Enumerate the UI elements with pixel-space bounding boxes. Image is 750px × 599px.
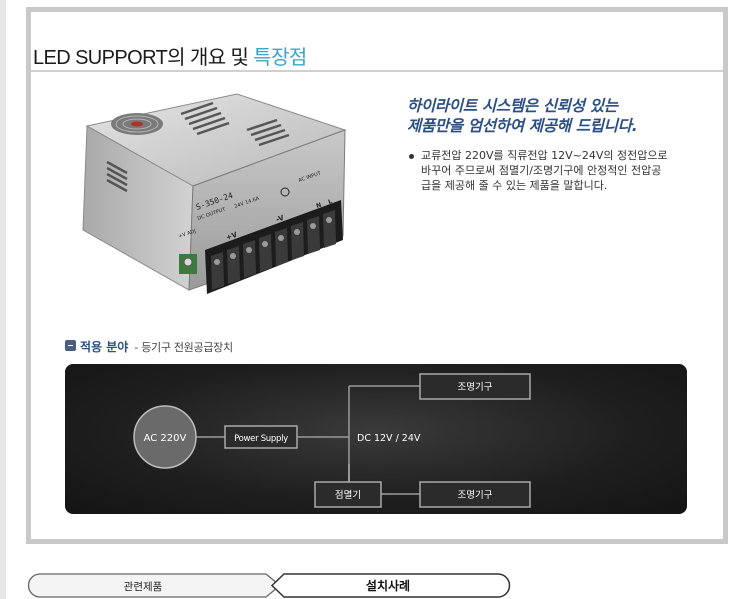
ac-source-label: AC 220V bbox=[144, 433, 187, 444]
application-value: - 등기구 전원공급장치 bbox=[134, 340, 233, 354]
tab-installation-cases[interactable]: 설치사례 bbox=[270, 573, 511, 598]
dimmer-node: 점멸기 bbox=[314, 481, 382, 508]
description-text: 교류전압 220V를 직류전압 12V~24V의 정전압으로 바꾸어 주므로써 … bbox=[421, 149, 668, 192]
outer-left-rule bbox=[0, 0, 6, 599]
adjust-knob-icon bbox=[183, 257, 193, 267]
section-header: LED SUPPORT의 개요 및 특장점 bbox=[31, 12, 723, 72]
application-label: 적용 분야 bbox=[80, 340, 129, 354]
power-supply-image: S-350-24 DC OUTPUT 24V 14.6A AC INPUT +V… bbox=[82, 93, 347, 294]
tab-related-products-label: 관련제품 bbox=[124, 581, 163, 593]
ac-source-node: AC 220V bbox=[133, 405, 197, 469]
cert-mark-icon bbox=[280, 187, 290, 197]
power-supply-label: Power Supply bbox=[234, 434, 288, 444]
header-divider bbox=[31, 70, 723, 72]
section-title: LED SUPPORT의 개요 및 특장점 bbox=[33, 41, 307, 70]
section-title-accent: 특장점 bbox=[253, 47, 307, 69]
bullet-icon bbox=[409, 154, 414, 159]
power-supply-node: Power Supply bbox=[224, 425, 298, 449]
dimmer-label: 점멸기 bbox=[335, 489, 361, 501]
content-frame: LED SUPPORT의 개요 및 특장점 bbox=[26, 7, 728, 544]
terminal-pos-label: +V bbox=[225, 230, 239, 241]
section-title-main: LED SUPPORT의 개요 및 bbox=[33, 47, 254, 69]
fixture-top-label: 조명기구 bbox=[458, 382, 493, 393]
application-field: 적용 분야 - 등기구 전원공급장치 bbox=[65, 336, 233, 356]
fixture-node-bottom: 조명기구 bbox=[419, 481, 531, 508]
description: 교류전압 220V를 직류전압 12V~24V의 정전압으로 바꾸어 주므로써 … bbox=[409, 148, 671, 193]
tab-related-products[interactable]: 관련제품 bbox=[28, 573, 282, 598]
minus-square-icon bbox=[65, 340, 76, 351]
adjust-label: +V ADJ bbox=[178, 228, 197, 240]
dc-output-label: DC 12V / 24V bbox=[357, 433, 421, 444]
fixture-bottom-label: 조명기구 bbox=[458, 490, 493, 501]
headline-line-2: 제품만을 엄선하여 제공해 드립니다. bbox=[407, 117, 638, 135]
related-tabs: 관련제품 설치사례 bbox=[28, 573, 511, 598]
headline-line-1: 하이라이트 시스템은 신뢰성 있는 bbox=[407, 97, 618, 115]
terminal-n-label: N bbox=[315, 202, 322, 210]
tab-installation-cases-label: 설치사례 bbox=[366, 578, 410, 593]
terminal-l-label: L bbox=[327, 198, 333, 206]
wiring-diagram: AC 220V Power Supply DC 12V / 24V 점멸기 조명… bbox=[65, 364, 687, 514]
fixture-node-top: 조명기구 bbox=[419, 373, 531, 400]
headline: 하이라이트 시스템은 신뢰성 있는 제품만을 엄선하여 제공해 드립니다. bbox=[407, 96, 707, 136]
terminal-neg-label: -V bbox=[275, 214, 286, 224]
